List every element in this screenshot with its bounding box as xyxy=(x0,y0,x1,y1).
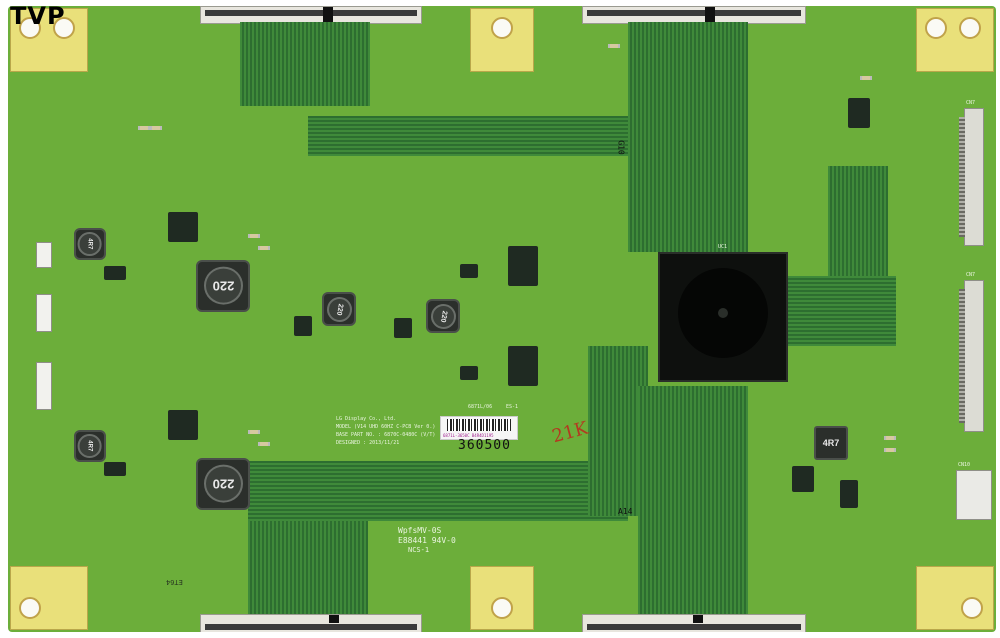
ic-chip xyxy=(508,346,538,386)
trace-marker: A14 xyxy=(618,507,633,516)
board-mark: ET64 xyxy=(166,578,183,586)
smd-resistor xyxy=(258,246,270,250)
inductor-220: 220 xyxy=(426,299,460,333)
inductor-220: 220 xyxy=(196,260,250,312)
connector-left-1 xyxy=(36,242,52,268)
trace-marker: G10 xyxy=(616,140,626,155)
mounting-hole xyxy=(961,597,983,619)
trace-bundle xyxy=(248,521,368,614)
mounting-pad-bottom-left xyxy=(10,566,88,630)
connector-right-upper xyxy=(959,108,984,246)
main-ic-chip xyxy=(658,252,788,382)
inductor-4r7: 4R7 xyxy=(814,426,848,460)
barcode-number: 6871L-3650C B4R4D1195 xyxy=(443,433,494,438)
trace-bundle xyxy=(638,386,748,614)
chip-center-dot xyxy=(718,308,728,318)
mounting-pad-top-right xyxy=(916,8,994,72)
smd-resistor xyxy=(138,126,150,130)
ic-chip xyxy=(168,212,198,242)
pcb-rating: E88441 94V-0 xyxy=(398,536,456,545)
ic-chip xyxy=(104,462,126,476)
trace-bundle xyxy=(628,22,748,252)
connector-label: CN10 xyxy=(958,462,971,468)
smd-capacitor xyxy=(608,44,620,48)
pcb-board: CN54_UP CN54_UP CN54_DN CN54_DN UC1 220 … xyxy=(8,6,996,632)
barcode xyxy=(447,419,511,431)
connector-bottom-right xyxy=(582,614,806,632)
mounting-hole xyxy=(491,17,513,39)
mounting-hole xyxy=(19,597,41,619)
maker-info-line: LG Display Co., Ltd. xyxy=(336,416,397,422)
connector-bottom-left xyxy=(200,614,422,632)
ic-chip xyxy=(460,366,478,380)
trace-bundle xyxy=(786,276,896,346)
ic-chip xyxy=(394,318,412,338)
smd-resistor xyxy=(258,442,270,446)
smd-capacitor xyxy=(884,436,896,440)
ic-chip xyxy=(840,480,858,508)
mounting-pad-bottom-right xyxy=(916,566,994,630)
barcode-label: 6871L-3650C B4R4D1195 xyxy=(440,416,518,440)
ic-chip xyxy=(848,98,870,128)
maker-info-line: BASE PART NO. : 6870C-0480C (V/T) xyxy=(336,432,436,438)
mounting-pad-top-left xyxy=(10,8,88,72)
smd-resistor xyxy=(150,126,162,130)
connector-right-lower xyxy=(956,470,992,520)
trace-bundle xyxy=(828,166,888,276)
connector-left-3 xyxy=(36,362,52,410)
smd-resistor xyxy=(248,234,260,238)
inductor-220: 220 xyxy=(322,292,356,326)
handwritten-mark: 21K xyxy=(549,417,591,448)
mounting-hole xyxy=(491,597,513,619)
smd-capacitor xyxy=(884,448,896,452)
watermark: TVP xyxy=(10,2,66,30)
smd-resistor xyxy=(248,430,260,434)
ic-chip xyxy=(460,264,478,278)
inductor-4r7: 4R7 xyxy=(74,228,106,260)
barcode-tag: ES-1 xyxy=(506,404,519,410)
ic-chip xyxy=(168,410,198,440)
maker-info-line: MODEL (V14 UHD 60HZ C-PCB Ver 0.) xyxy=(336,424,436,430)
trace-bundle xyxy=(248,461,628,521)
connector-label: CN7 xyxy=(966,100,976,106)
mounting-hole xyxy=(53,17,75,39)
ic-label: UC1 xyxy=(718,244,728,250)
connector-label: CN7 xyxy=(966,272,976,278)
trace-bundle xyxy=(240,22,370,106)
connector-left-2 xyxy=(36,294,52,332)
ic-chip xyxy=(104,266,126,280)
mounting-hole xyxy=(19,17,41,39)
mounting-hole xyxy=(925,17,947,39)
ic-chip xyxy=(294,316,312,336)
mounting-pad-bottom-center xyxy=(470,566,534,630)
ic-chip xyxy=(792,466,814,492)
ic-chip xyxy=(508,246,538,286)
serial-stamp: 360500 xyxy=(458,438,511,453)
mounting-hole xyxy=(959,17,981,39)
barcode-header: 6871L/06 xyxy=(468,404,493,410)
maker-info-line: DESIGNED : 2013/11/21 xyxy=(336,440,400,446)
smd-capacitor xyxy=(860,76,872,80)
pcb-maker: WpfsMV-0S xyxy=(398,526,442,535)
mounting-pad-top-center xyxy=(470,8,534,72)
pcb-code: NCS-1 xyxy=(408,546,430,554)
trace-bundle xyxy=(308,116,658,156)
inductor-4r7: 4R7 xyxy=(74,430,106,462)
connector-right-middle xyxy=(959,280,984,432)
inductor-220: 220 xyxy=(196,458,250,510)
